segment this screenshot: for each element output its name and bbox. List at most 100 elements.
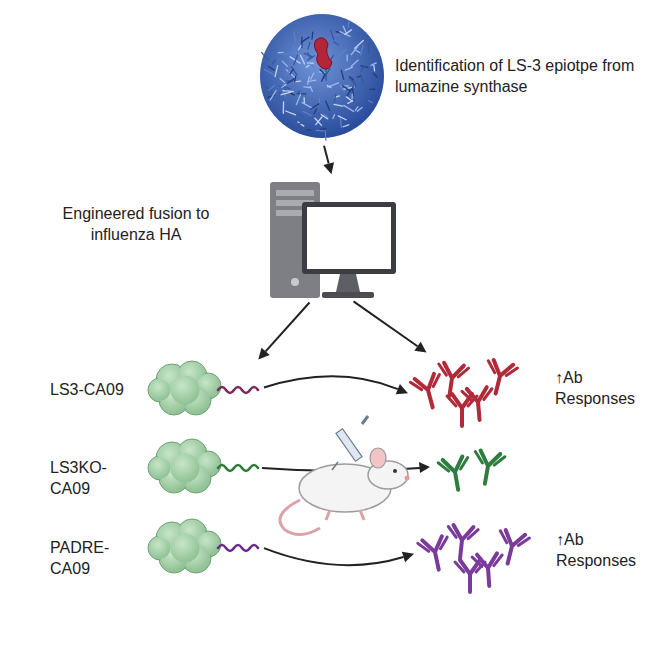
- sphere-stroke: [295, 76, 296, 82]
- sphere-stroke: [303, 98, 305, 103]
- mouse-illustration: [280, 416, 410, 535]
- connector-line: [324, 146, 329, 164]
- sphere-stroke: [322, 75, 325, 81]
- sphere-stroke: [339, 49, 347, 56]
- node-label: ↑Ab Responses: [556, 530, 644, 572]
- sphere-stroke: [268, 66, 274, 70]
- computer-icon: [270, 182, 396, 298]
- epitope-tail: [218, 387, 258, 393]
- sphere-stroke: [308, 56, 315, 60]
- sphere-stroke: [321, 115, 328, 119]
- sphere-stroke: [297, 91, 300, 94]
- ha-protein: [148, 361, 258, 415]
- connector-arrow: [354, 301, 427, 352]
- sphere-stroke: [280, 92, 291, 95]
- sphere-stroke: [311, 73, 314, 79]
- sphere-stroke: [325, 70, 327, 81]
- sphere-stroke: [370, 88, 375, 90]
- ha-proteins: [148, 361, 258, 573]
- construct-node: LS3KO-CA09: [145, 442, 260, 494]
- sphere-stroke: [369, 100, 373, 102]
- sphere-stroke: [357, 76, 361, 77]
- sphere-stroke: [350, 78, 355, 83]
- sphere-stroke: [284, 52, 295, 55]
- arrowhead: [414, 342, 426, 353]
- sphere-stroke: [334, 104, 343, 106]
- sphere-stroke: [311, 32, 313, 39]
- sphere-stroke: [373, 73, 377, 77]
- arrowhead: [323, 162, 334, 174]
- sphere-stroke: [338, 116, 346, 120]
- sphere-stroke: [268, 92, 272, 94]
- sphere-stroke: [351, 47, 357, 55]
- sphere-stroke: [319, 98, 321, 103]
- sphere-stroke: [286, 111, 296, 115]
- sphere-stroke: [346, 55, 347, 61]
- antibody: [481, 359, 518, 397]
- sphere-stroke: [308, 76, 309, 84]
- connector-arrow: [264, 548, 414, 565]
- sphere-stroke: [343, 125, 349, 127]
- sphere-stroke: [294, 32, 295, 43]
- antibody: [445, 525, 478, 560]
- node-label: PADRE-CA09: [50, 538, 142, 580]
- sphere-stroke: [280, 79, 284, 83]
- sphere-stroke: [331, 30, 334, 39]
- sphere-stroke: [327, 85, 331, 87]
- construct-node: LS3-CA09: [145, 364, 260, 416]
- sphere-stroke: [342, 86, 349, 91]
- computer-node: Engineered fusion to influenza HA: [268, 180, 398, 298]
- sphere-stroke: [316, 116, 323, 125]
- sphere-stroke: [272, 60, 275, 64]
- sphere-stroke: [264, 69, 273, 74]
- sphere-stroke: [298, 93, 306, 94]
- sphere-stroke: [308, 43, 310, 49]
- sphere-stroke: [348, 101, 353, 104]
- node-label: Identification of LS-3 epiotpe from luma…: [395, 56, 645, 98]
- sphere-stroke: [355, 107, 358, 110]
- sphere-stroke: [344, 105, 354, 111]
- sphere-stroke: [294, 55, 298, 64]
- sphere-stroke: [345, 67, 352, 70]
- sphere-stroke: [297, 113, 303, 117]
- antibody: [438, 456, 473, 493]
- sphere-stroke: [320, 129, 326, 130]
- ha-protein: [148, 519, 258, 573]
- sphere-stroke: [334, 42, 339, 45]
- sphere-stroke: [283, 102, 285, 113]
- node-label: Engineered fusion to influenza HA: [46, 204, 226, 246]
- antibody: [417, 535, 453, 573]
- ha-protein: [148, 439, 258, 493]
- sphere-stroke: [333, 115, 335, 119]
- sphere-stroke: [308, 62, 314, 63]
- epitope-tail: [218, 545, 258, 551]
- antibodies: [410, 359, 530, 592]
- sphere-stroke: [320, 70, 325, 75]
- sphere-stroke: [348, 21, 350, 27]
- sphere-stroke: [278, 52, 283, 54]
- sphere-stroke: [328, 83, 339, 87]
- sphere-stroke: [261, 52, 268, 60]
- sphere-stroke: [307, 129, 311, 131]
- antibody: [410, 373, 447, 412]
- sphere-stroke: [326, 101, 330, 110]
- sphere-stroke: [334, 94, 335, 102]
- connector-line: [354, 301, 418, 346]
- sphere-stroke: [361, 66, 364, 72]
- sphere-stroke: [298, 46, 301, 50]
- connector-arrow: [323, 146, 334, 174]
- sphere-stroke: [373, 65, 375, 70]
- sphere-stroke: [308, 80, 316, 81]
- sphere-stroke: [290, 69, 293, 74]
- sphere-stroke: [279, 92, 281, 97]
- sphere-stroke: [302, 103, 312, 108]
- connector-line: [264, 548, 403, 565]
- sphere-stroke: [295, 123, 303, 125]
- arrowhead: [402, 552, 414, 563]
- sphere-stroke: [275, 66, 278, 77]
- sphere-stroke: [309, 64, 314, 67]
- connector-arrow: [258, 302, 309, 359]
- antibody: [447, 394, 477, 426]
- sphere-stroke: [351, 60, 358, 66]
- protein-sphere: [260, 14, 384, 138]
